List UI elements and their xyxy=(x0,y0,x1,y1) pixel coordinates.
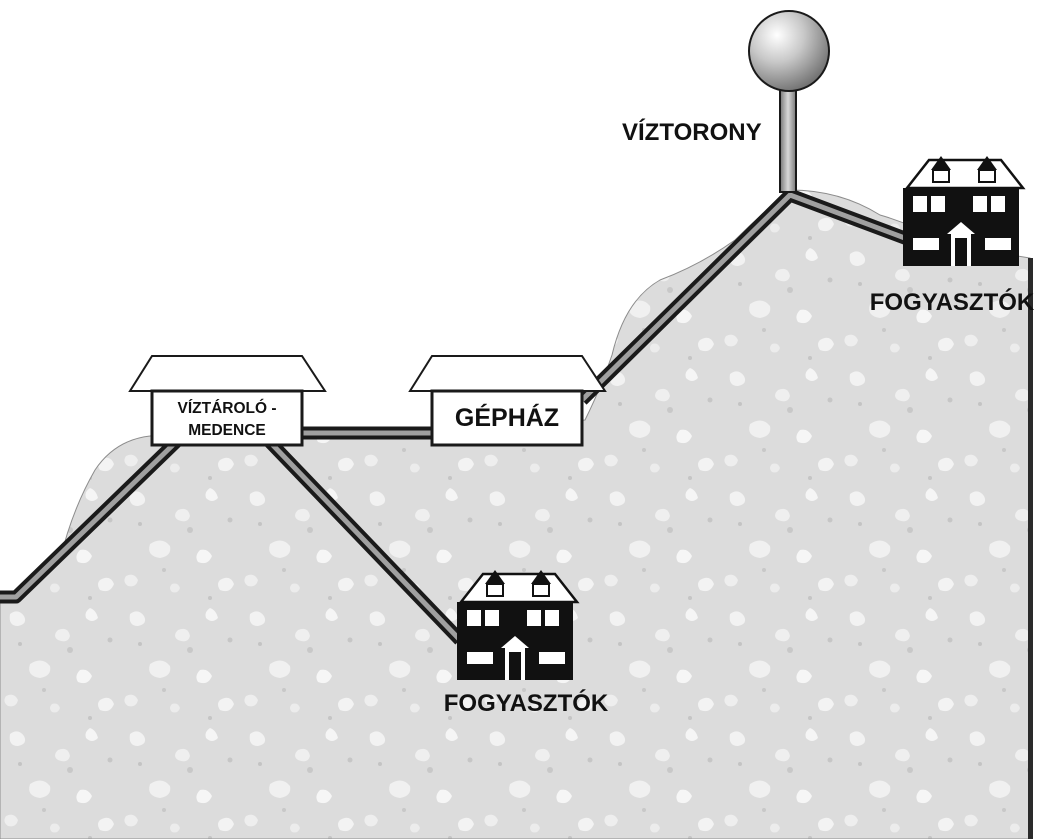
pump-house-label: GÉPHÁZ xyxy=(455,403,559,432)
reservoir-building xyxy=(128,355,327,447)
water-tower-label: VÍZTORONY xyxy=(622,118,762,146)
consumers-high-label: FOGYASZTÓK xyxy=(870,288,1035,316)
house-icon xyxy=(457,570,580,680)
water-tower-tank xyxy=(748,10,830,92)
reservoir-label-line1: VÍZTÁROLÓ - xyxy=(177,399,276,417)
pump-house xyxy=(408,355,607,447)
terrain xyxy=(0,189,1031,839)
reservoir-label-line2: MEDENCE xyxy=(188,422,266,439)
house-icon xyxy=(903,156,1026,266)
water-tower xyxy=(748,10,830,193)
consumers-low-label: FOGYASZTÓK xyxy=(444,689,609,717)
terrain-edge xyxy=(1028,258,1033,839)
